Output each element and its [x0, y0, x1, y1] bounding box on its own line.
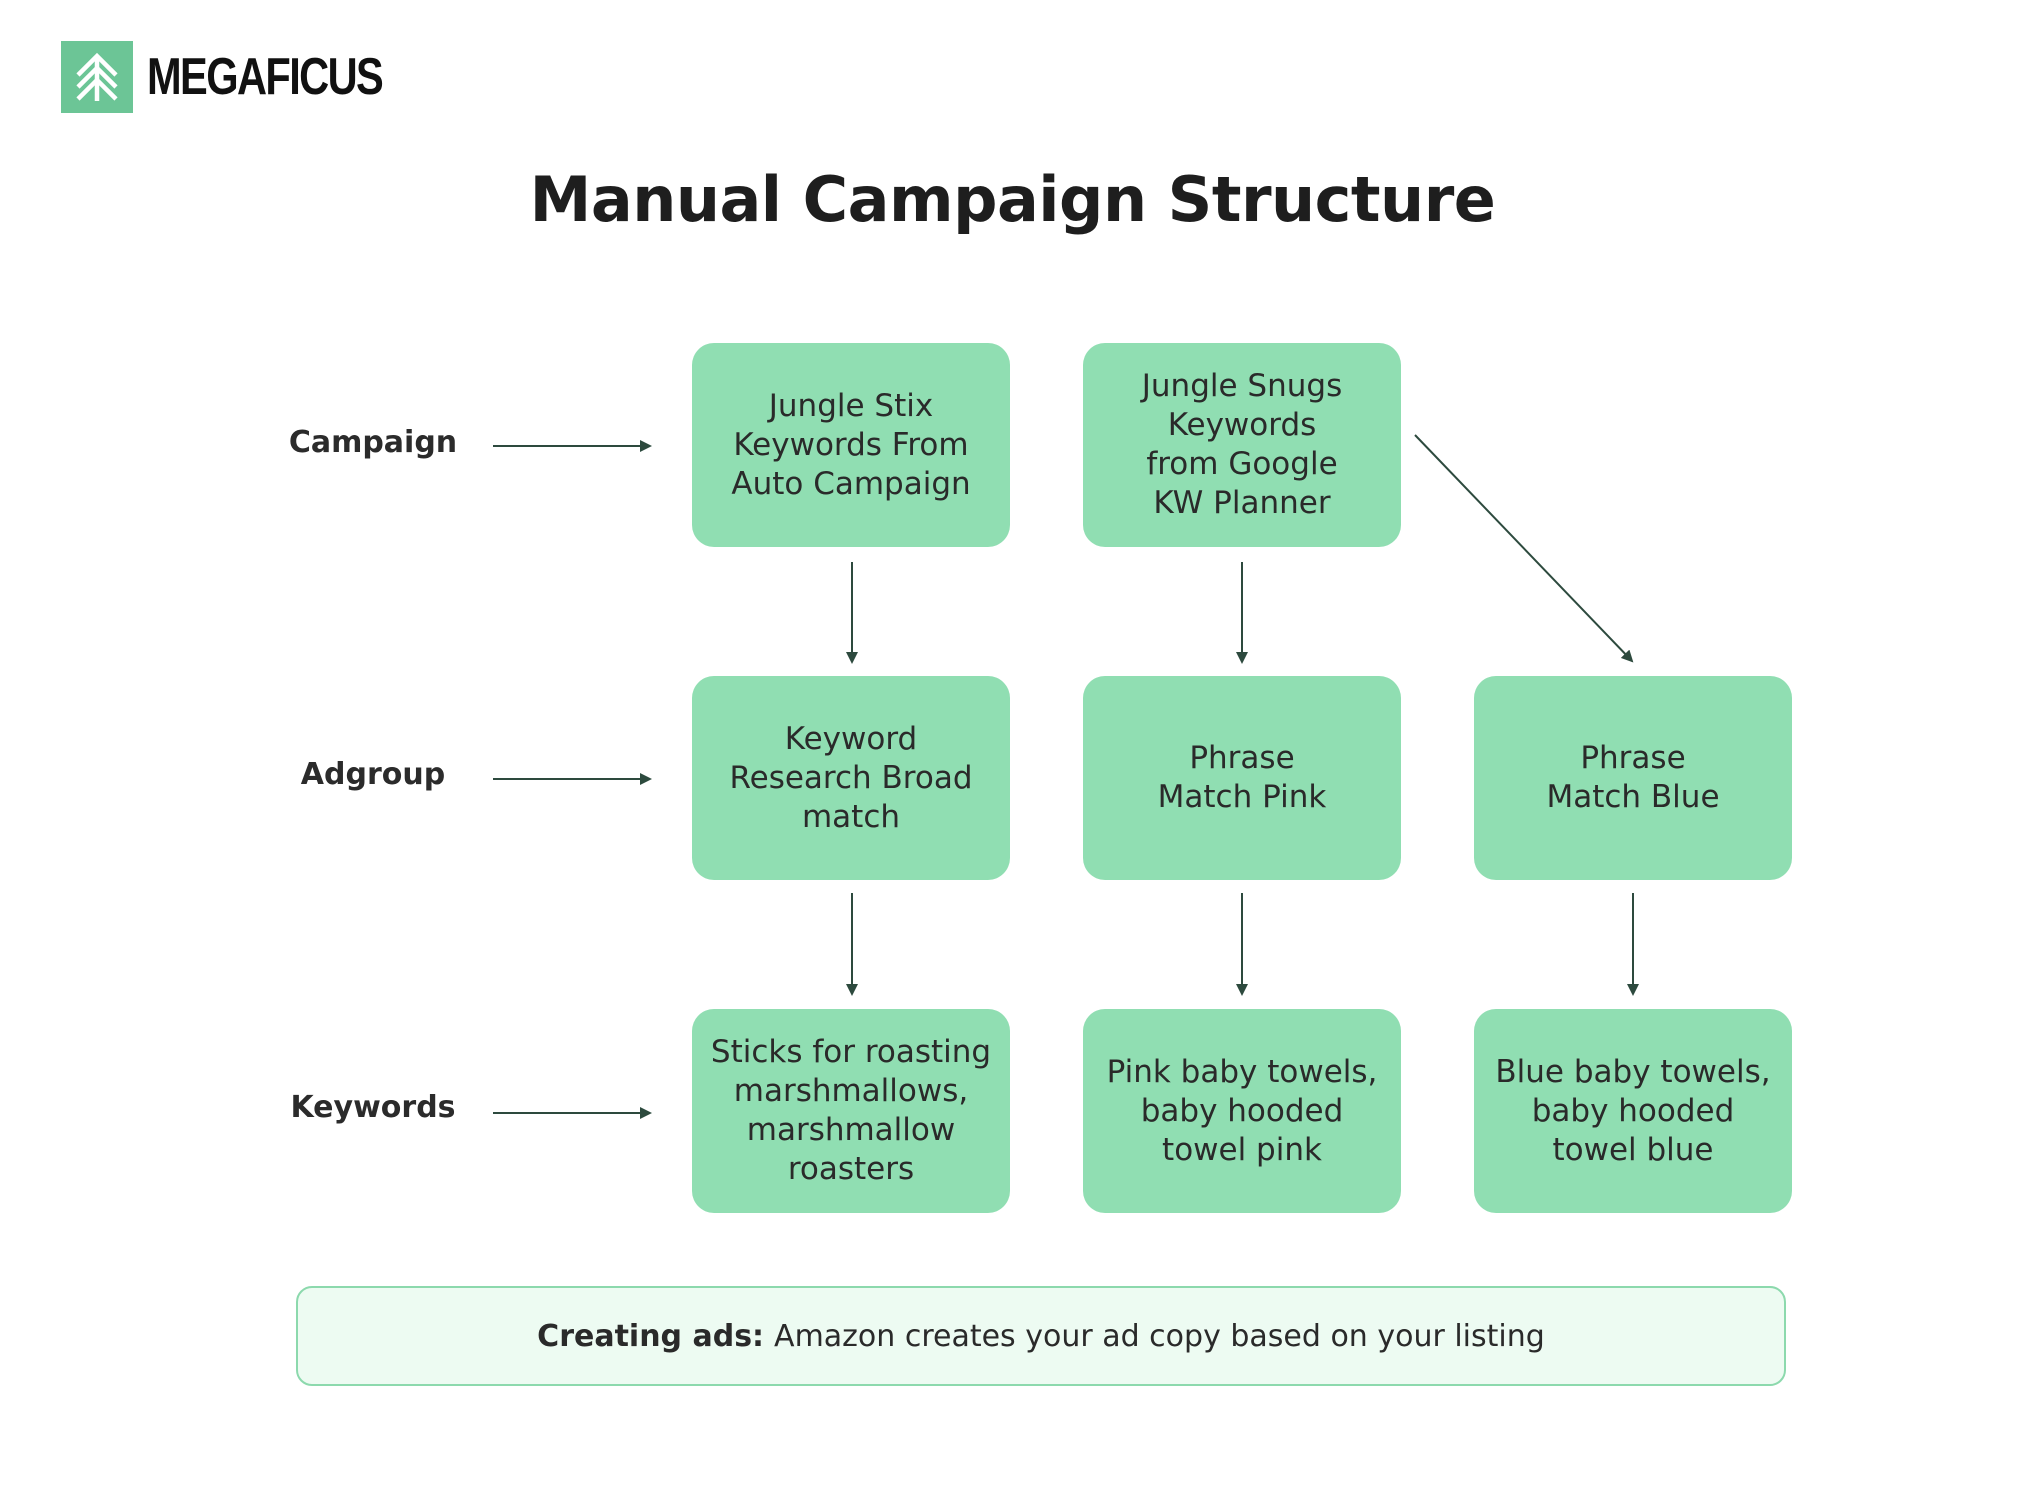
arrow-campaign2-adgroup3	[1414, 434, 1634, 663]
node-keywords-3: Blue baby towels, baby hooded towel blue	[1474, 1009, 1792, 1213]
row-label-adgroup: Adgroup	[300, 757, 446, 792]
creating-ads-label: Creating ads:	[537, 1318, 765, 1354]
tree-icon	[61, 41, 133, 113]
row-label-keywords: Keywords	[290, 1090, 456, 1125]
brand-name: MEGAFICUS	[147, 48, 384, 106]
node-campaign-1-label: Jungle Stix Keywords From Auto Campaign	[731, 387, 971, 502]
node-campaign-1: Jungle Stix Keywords From Auto Campaign	[692, 343, 1010, 547]
node-campaign-2: Jungle Snugs Keywords from Google KW Pla…	[1083, 343, 1401, 547]
creating-ads-note: Creating ads: Amazon creates your ad cop…	[296, 1286, 1786, 1386]
node-adgroup-2-label: Phrase Match Pink	[1157, 740, 1327, 815]
brand-logo: MEGAFICUS	[61, 41, 441, 113]
node-keywords-3-label: Blue baby towels, baby hooded towel blue	[1495, 1053, 1771, 1168]
node-campaign-2-label: Jungle Snugs Keywords from Google KW Pla…	[1141, 368, 1343, 521]
node-adgroup-1-label: Keyword Research Broad match	[729, 720, 973, 835]
node-keywords-1-label: Sticks for roasting marshmallows, marshm…	[710, 1034, 992, 1187]
node-keywords-2: Pink baby towels, baby hooded towel pink	[1083, 1009, 1401, 1213]
node-keywords-2-label: Pink baby towels, baby hooded towel pink	[1106, 1053, 1378, 1168]
page-title: Manual Campaign Structure	[529, 163, 1496, 236]
node-keywords-1: Sticks for roasting marshmallows, marshm…	[692, 1009, 1010, 1213]
node-adgroup-3-label: Phrase Match Blue	[1546, 740, 1720, 815]
node-adgroup-2: Phrase Match Pink	[1083, 676, 1401, 880]
row-label-campaign: Campaign	[288, 425, 458, 460]
node-adgroup-1: Keyword Research Broad match	[692, 676, 1010, 880]
creating-ads-text: Amazon creates your ad copy based on you…	[774, 1318, 1545, 1354]
node-adgroup-3: Phrase Match Blue	[1474, 676, 1792, 880]
